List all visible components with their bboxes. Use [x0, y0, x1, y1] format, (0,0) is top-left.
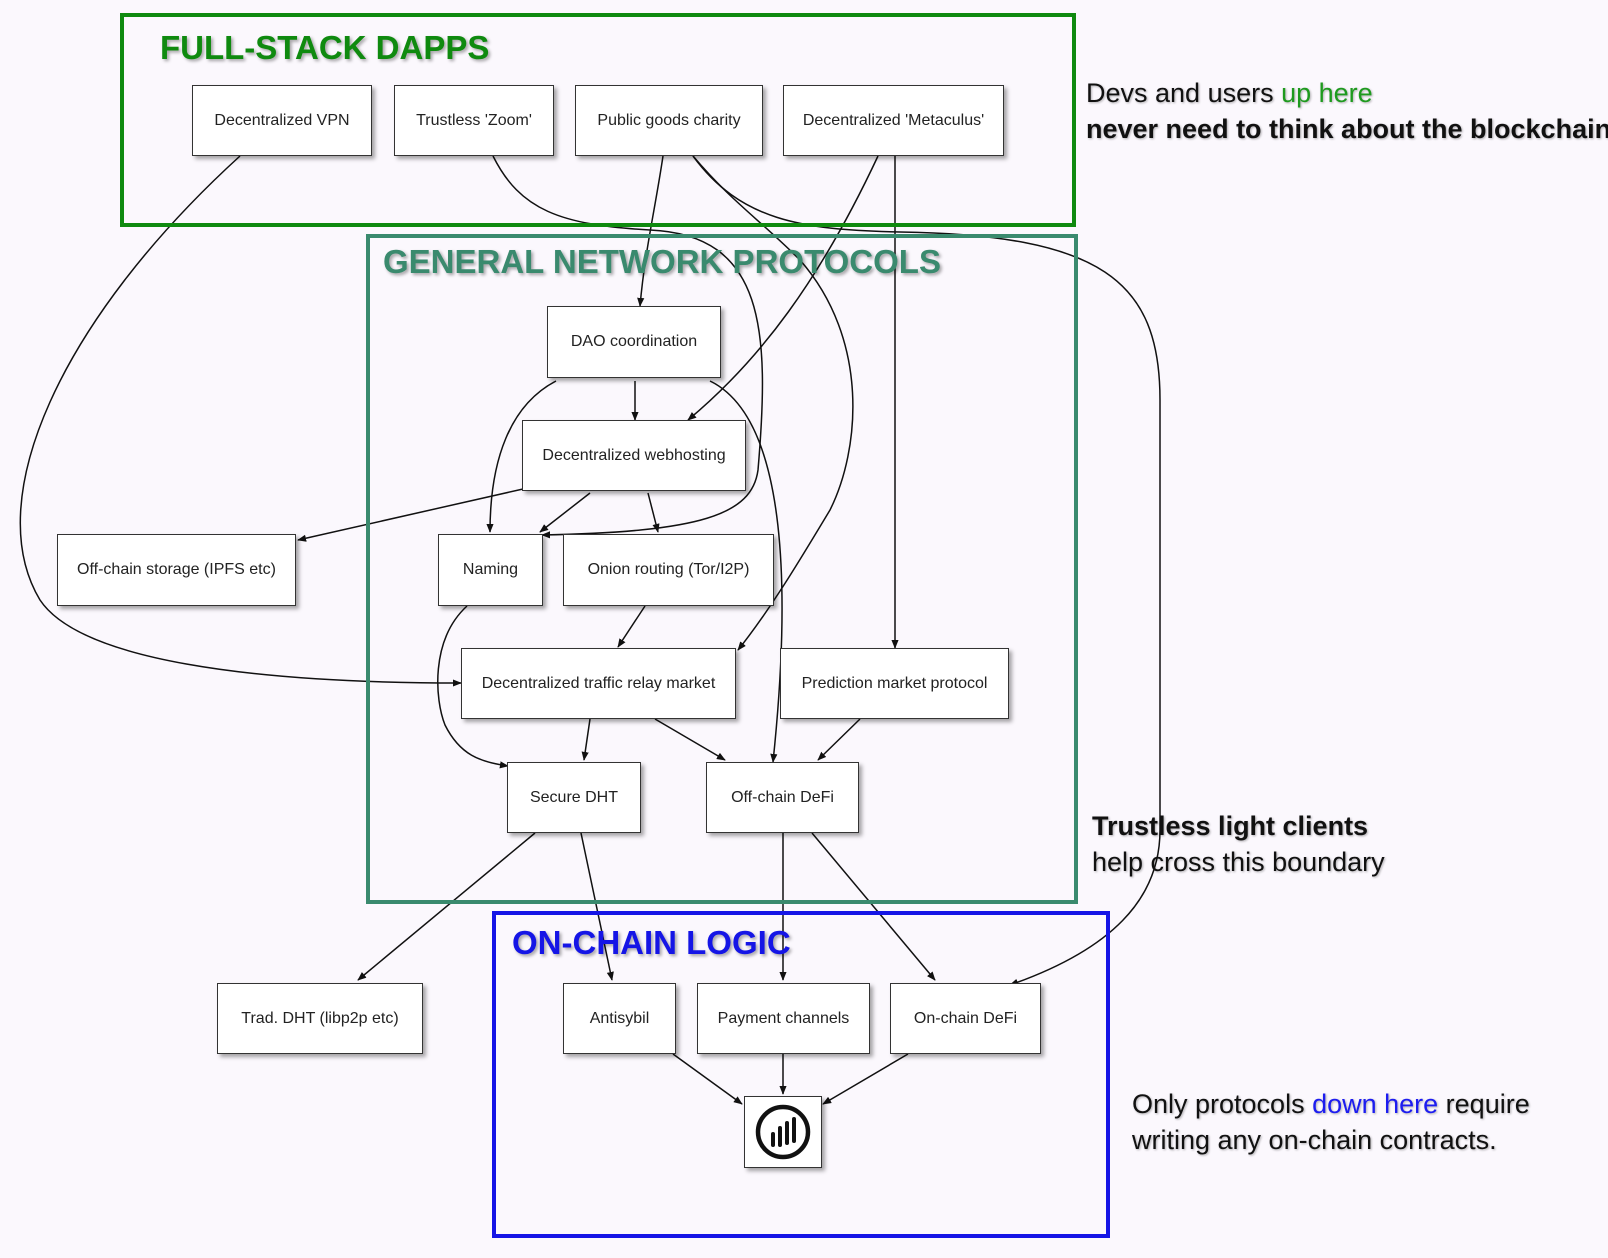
- edge-charity-to-dao: [637, 155, 664, 307]
- edge-webhosting-to-onion: [647, 492, 660, 533]
- note-top-line1: Devs and users up here: [1086, 78, 1373, 108]
- note-middle-line2: help cross this boundary: [1092, 847, 1385, 877]
- node-prediction-market-protocol: Prediction market protocol: [780, 648, 1009, 719]
- region-general-network-protocols: GENERAL NETWORK PROTOCOLS: [366, 234, 1078, 904]
- region-title-dapps: FULL-STACK DAPPS: [160, 29, 490, 66]
- edge-webhosting-to-storage: [297, 488, 524, 542]
- note-middle-line1: Trustless light clients: [1092, 811, 1369, 841]
- node-decentralized-webhosting: Decentralized webhosting: [522, 420, 746, 491]
- edge-vpn-to-relay: [19, 155, 462, 687]
- region-title-onchain: ON-CHAIN LOGIC: [512, 924, 791, 961]
- note-bottom-line1: Only protocols down here require: [1132, 1089, 1530, 1119]
- node-off-chain-storage: Off-chain storage (IPFS etc): [57, 534, 296, 606]
- edge-prediction-to-offdefi: [817, 718, 861, 761]
- note-bottom: Only protocols down here require writing…: [1132, 1086, 1530, 1158]
- node-public-goods-charity: Public goods charity: [575, 85, 763, 156]
- region-full-stack-dapps: FULL-STACK DAPPS: [120, 13, 1076, 227]
- edge-dao-to-naming: [486, 380, 557, 533]
- note-bottom-line2: writing any on-chain contracts.: [1132, 1125, 1497, 1155]
- region-title-general: GENERAL NETWORK PROTOCOLS: [383, 243, 941, 280]
- ethereum-logo-icon: [755, 1104, 811, 1160]
- edge-webhosting-to-naming: [539, 492, 591, 533]
- node-trustless-zoom: Trustless 'Zoom': [394, 85, 554, 156]
- node-traffic-relay-market: Decentralized traffic relay market: [461, 648, 736, 719]
- edge-charity-to-offdefi: [692, 155, 854, 651]
- edge-ondefi-to-logo: [822, 1053, 909, 1105]
- region-on-chain-logic: ON-CHAIN LOGIC: [492, 911, 1110, 1238]
- node-secure-dht: Secure DHT: [507, 762, 641, 833]
- edge-onion-to-relay: [617, 605, 646, 648]
- edge-relay-to-offdefi: [654, 718, 726, 761]
- node-decentralized-vpn: Decentralized VPN: [192, 85, 372, 156]
- edge-dht-to-antisybil: [580, 832, 614, 981]
- edge-dht-to-tradht: [357, 832, 536, 981]
- node-trad-dht: Trad. DHT (libp2p etc): [217, 983, 423, 1054]
- node-dao-coordination: DAO coordination: [547, 306, 721, 378]
- node-payment-channels: Payment channels: [697, 983, 870, 1054]
- edge-charity-to-ondefi: [692, 155, 1161, 986]
- logo-box: [744, 1096, 822, 1168]
- edge-dao-to-offdefi: [709, 380, 783, 763]
- node-naming: Naming: [438, 534, 543, 606]
- note-top: Devs and users up here never need to thi…: [1086, 75, 1608, 147]
- edge-zoom-to-naming: [492, 155, 764, 539]
- node-on-chain-defi: On-chain DeFi: [890, 983, 1041, 1054]
- edge-metaculus-to-webhosting: [687, 155, 879, 421]
- edge-antisybil-to-logo: [672, 1053, 743, 1105]
- note-middle: Trustless light clients help cross this …: [1092, 808, 1385, 880]
- note-top-line2: never need to think about the blockchain: [1086, 114, 1608, 144]
- node-off-chain-defi: Off-chain DeFi: [706, 762, 859, 833]
- edge-relay-to-dht: [581, 718, 591, 761]
- node-decentralized-metaculus: Decentralized 'Metaculus': [783, 85, 1004, 156]
- edge-offdefi-to-ondefi: [811, 832, 936, 981]
- edge-naming-to-dht: [437, 605, 509, 769]
- node-antisybil: Antisybil: [563, 983, 676, 1054]
- node-onion-routing: Onion routing (Tor/I2P): [563, 534, 774, 606]
